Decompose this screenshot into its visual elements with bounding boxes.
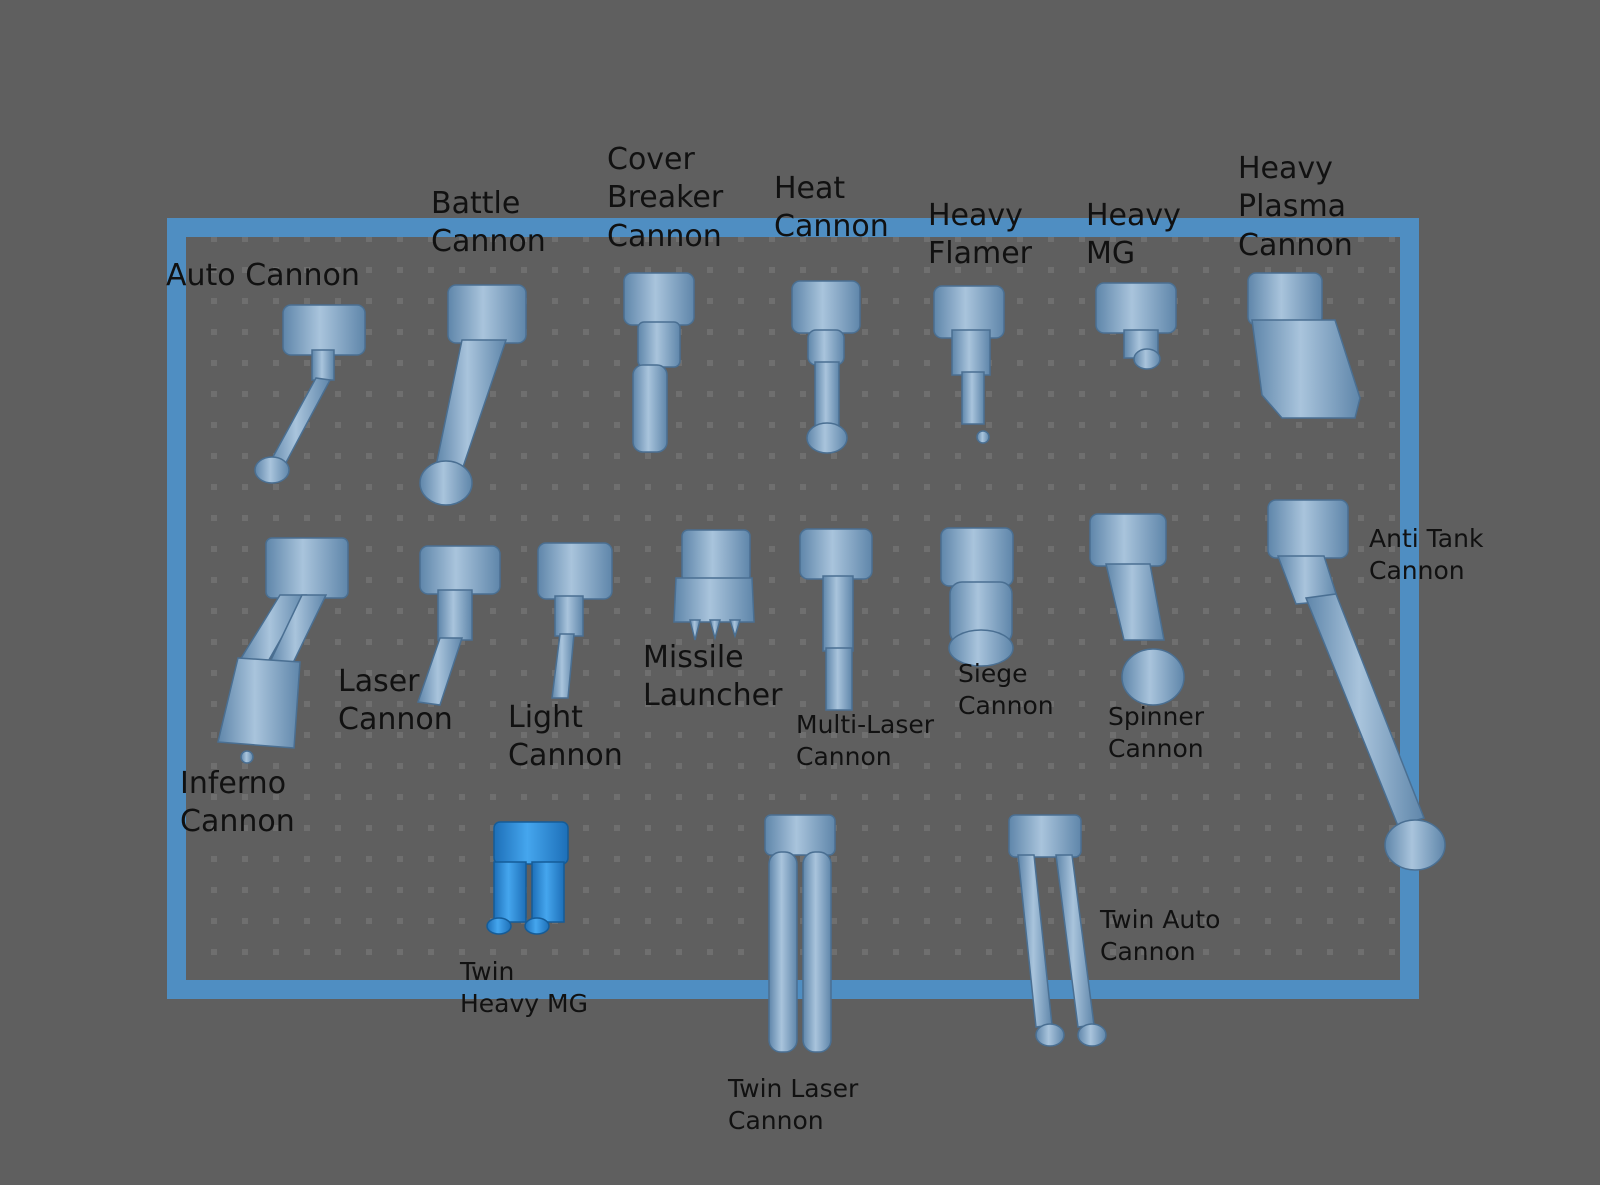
part-inferno-cannon[interactable] — [217, 537, 349, 764]
label-anti-tank-cannon: Anti Tank Cannon — [1369, 524, 1484, 585]
part-multi-laser-cannon[interactable] — [799, 528, 873, 711]
part-heavy-flamer[interactable] — [933, 285, 1005, 444]
label-auto-cannon: Auto Cannon — [166, 258, 360, 293]
part-cover-breaker-cannon[interactable] — [623, 272, 695, 453]
label-battle-cannon: Battle Cannon — [431, 186, 546, 260]
label-twin-auto-cannon: Twin Auto Cannon — [1100, 905, 1221, 966]
label-cover-breaker-cannon: Cover Breaker Cannon — [607, 142, 724, 254]
part-siege-cannon[interactable] — [940, 527, 1014, 667]
part-anti-tank-cannon[interactable] — [1267, 499, 1446, 871]
label-light-cannon: Light Cannon — [508, 700, 623, 774]
part-missile-launcher[interactable] — [673, 529, 755, 641]
label-heat-cannon: Heat Cannon — [774, 171, 889, 245]
label-twin-heavy-mg: Twin Heavy MG — [460, 957, 588, 1018]
part-auto-cannon[interactable] — [254, 304, 366, 484]
part-twin-laser-cannon[interactable] — [764, 814, 836, 1053]
part-heat-cannon[interactable] — [791, 280, 861, 454]
part-heavy-plasma-cannon[interactable] — [1247, 272, 1361, 419]
label-heavy-mg: Heavy MG — [1086, 198, 1181, 272]
label-heavy-flamer: Heavy Flamer — [928, 198, 1032, 272]
label-siege-cannon: Siege Cannon — [958, 659, 1054, 720]
label-multi-laser-cannon: Multi-Laser Cannon — [796, 710, 935, 771]
label-laser-cannon: Laser Cannon — [338, 664, 453, 738]
part-heavy-mg[interactable] — [1095, 282, 1177, 370]
part-light-cannon[interactable] — [537, 542, 613, 699]
part-twin-heavy-mg[interactable] — [486, 821, 569, 935]
part-spinner-cannon[interactable] — [1089, 513, 1185, 706]
part-laser-cannon[interactable] — [416, 545, 501, 706]
label-spinner-cannon: Spinner Cannon — [1108, 702, 1205, 763]
label-heavy-plasma-cannon: Heavy Plasma Cannon — [1238, 151, 1353, 263]
label-twin-laser-cannon: Twin Laser Cannon — [728, 1074, 859, 1135]
label-missile-launcher: Missile Launcher — [643, 640, 783, 714]
label-inferno-cannon: Inferno Cannon — [180, 766, 295, 840]
part-battle-cannon[interactable] — [419, 284, 527, 506]
part-twin-auto-cannon[interactable] — [1008, 814, 1107, 1047]
